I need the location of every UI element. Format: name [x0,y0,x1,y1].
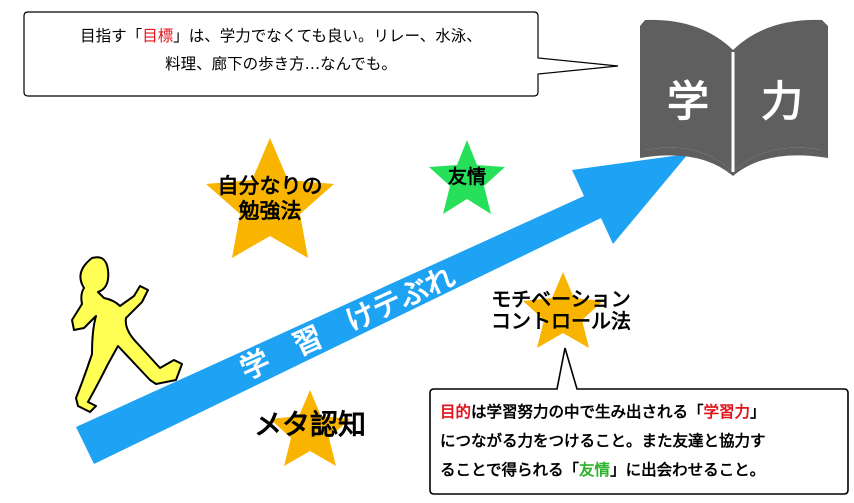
bottom-callout-bubble [429,347,849,495]
book-icon [640,19,828,176]
bottom-note-line1-end: 」 [750,403,766,421]
top-callout-bubble [23,11,619,97]
runner-figure [71,256,183,413]
bottom-note-keyword-purpose: 目的 [440,403,472,421]
star-study-method-line1: 自分なりの [217,174,323,198]
growth-arrow [76,154,688,464]
bottom-note-line1: 目的は学習努力の中で生み出される「学習力」 [440,398,844,427]
book-right-char: 力 [761,77,803,126]
bottom-note-line1-mid: は学習努力の中で生み出される「 [471,403,704,421]
star-study-method [206,138,334,258]
top-note-text: 目指す「目標」は、学力でなくても良い。リレー、水泳、 料理、廊下の歩き方…なんで… [28,22,534,78]
top-note-keyword: 目標 [142,27,174,45]
star-study-method-line2: 勉強法 [238,199,302,224]
star-metacognition-label: メタ認知 [253,408,366,441]
bottom-note-line3: ることで得られる「友情」に出会わせること。 [440,456,844,485]
star-motivation [523,272,603,348]
bottom-note-line2: につながる力をつけること。また友達と協力す [440,432,766,450]
top-note-suffix: 」は、学力でなくても良い。リレー、水泳、 [173,27,482,45]
top-note-prefix: 目指す「 [80,27,143,45]
top-note-line2: 料理、廊下の歩き方…なんでも。 [165,55,397,73]
bottom-note-keyword-friendship: 友情 [579,461,611,479]
bottom-note-line3-pre: ることで得られる「 [440,461,580,479]
star-motivation-line1: モチベーション [491,287,631,311]
star-metacognition [270,390,350,466]
star-motivation-label: モチベーション コントロール法 [466,288,656,332]
star-friendship-label: 友情 [447,166,486,188]
bottom-note-line3-post: 」に出会わせること。 [610,461,766,479]
bottom-note-keyword-learning: 学習力 [703,403,751,421]
top-note-line1: 目指す「目標」は、学力でなくても良い。リレー、水泳、 [28,22,534,50]
bottom-note-text: 目的は学習努力の中で生み出される「学習力」 につながる力をつけること。また友達と… [440,398,844,485]
book-left-char: 学 [667,77,709,126]
star-study-method-label: 自分なりの 勉強法 [198,174,342,224]
star-friendship [429,140,505,214]
arrow-label: 学 習 けテぶれ [235,259,460,386]
star-motivation-line2: コントロール法 [491,309,631,333]
